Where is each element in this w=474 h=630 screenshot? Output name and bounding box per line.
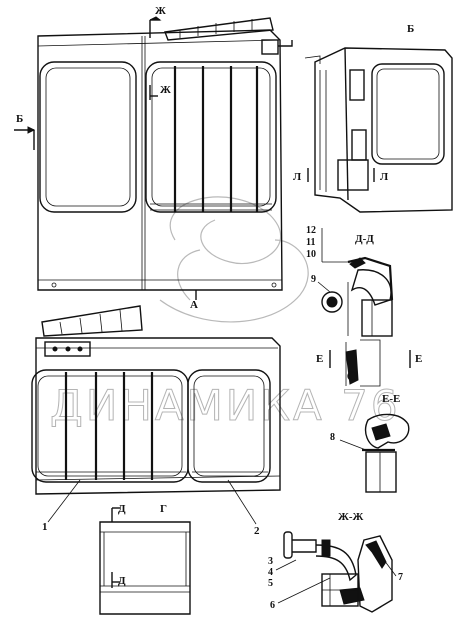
label-b-left: Б [16, 113, 23, 125]
label-1: 1 [42, 521, 48, 533]
view-b [304, 47, 453, 213]
label-10: 10 [306, 249, 316, 260]
leader-2 [227, 479, 257, 525]
section-ee [339, 413, 410, 493]
label-8: 8 [330, 432, 335, 443]
label-zhzh: Ж-Ж [338, 511, 364, 523]
cab-side-view [33, 17, 293, 291]
label-d-top: Д [118, 503, 126, 515]
section-zhzh [283, 531, 393, 613]
section-marker-e [329, 339, 411, 387]
label-4: 4 [268, 567, 273, 578]
watermark-logo [159, 196, 309, 323]
leader-1 [47, 479, 81, 523]
section-dd [321, 228, 394, 337]
section-marker-zh-mid [149, 85, 158, 100]
label-l-right: Л [380, 171, 389, 183]
label-3: 3 [268, 556, 273, 567]
cab-front-view [31, 305, 281, 495]
watermark-text: ДИНАМИКА 76 [50, 381, 401, 430]
label-b-top: Б [407, 23, 414, 35]
label-11: 11 [306, 237, 315, 248]
section-marker-zh-top [149, 16, 162, 38]
label-l-left: Л [293, 171, 302, 183]
label-9: 9 [311, 274, 316, 285]
label-5: 5 [268, 578, 273, 589]
label-2: 2 [254, 525, 260, 537]
part-9-roller [317, 281, 343, 313]
label-e-left: Е [316, 353, 323, 365]
leader-7 [383, 559, 397, 577]
label-g: Г [160, 503, 167, 515]
leader-6 [277, 577, 331, 604]
label-d-bot: Д [118, 575, 126, 587]
label-6: 6 [270, 600, 275, 611]
view-g [99, 507, 191, 615]
label-ee: Е-Е [382, 393, 400, 405]
label-7: 7 [398, 572, 403, 583]
label-zh-top: Ж [155, 5, 166, 17]
arrow-b-left [14, 126, 36, 134]
label-a: А [190, 299, 198, 311]
leader-3-5 [275, 559, 297, 571]
label-e-right: Е [415, 353, 422, 365]
label-zh-mid: Ж [160, 84, 171, 96]
label-dd: Д-Д [355, 233, 374, 245]
label-12: 12 [306, 225, 316, 236]
